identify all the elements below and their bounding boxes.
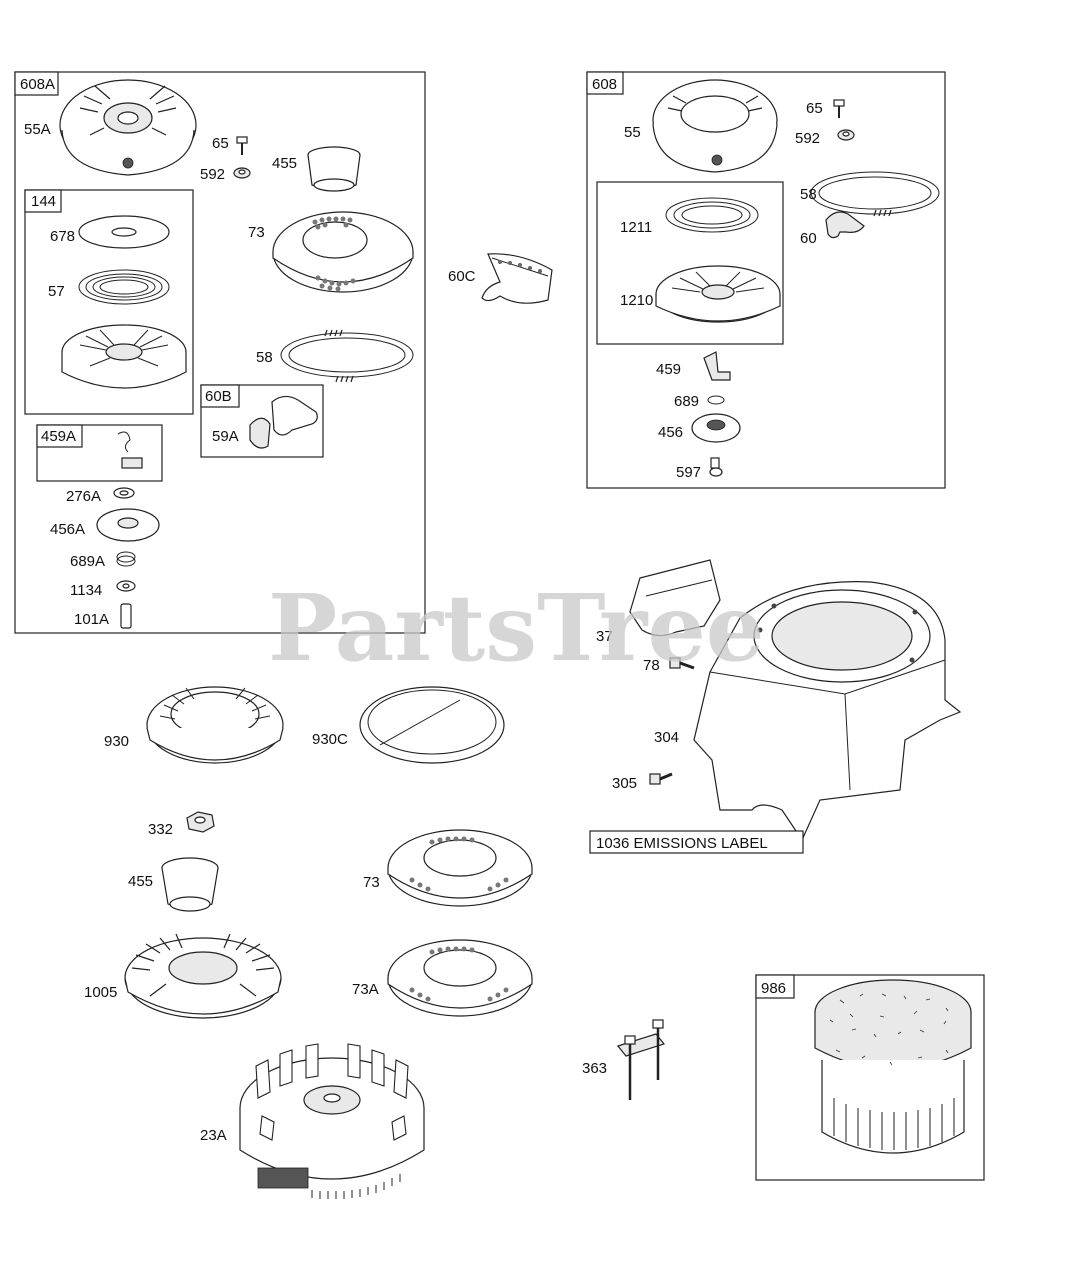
part-456-retainer[interactable] [691,413,741,443]
group-608A-label: 608A [20,76,55,93]
label-592-left: 592 [200,166,225,183]
part-459A-pawl[interactable] [117,431,143,469]
part-59A-handle[interactable] [249,395,318,449]
label-23A: 23A [200,1127,227,1144]
watermark-text: PartsTree [268,574,764,682]
label-59A: 59A [212,428,239,445]
group-144-label: 144 [31,193,56,210]
group-144: 144 [24,189,194,415]
part-592-nut-right[interactable] [837,129,855,141]
label-1134: 1134 [70,582,102,599]
part-332-nut[interactable] [186,811,215,833]
label-455-top: 455 [272,155,297,172]
label-73A: 73A [352,981,379,998]
label-597: 597 [676,464,701,481]
part-592-nut-left[interactable] [233,167,251,179]
part-930C-screen-cover[interactable] [359,686,505,764]
label-57: 57 [48,283,65,300]
part-65-bolt-right[interactable] [833,99,845,118]
part-304-blower-housing[interactable] [693,581,962,842]
part-597-screw[interactable] [709,457,723,477]
label-930: 930 [104,733,129,750]
group-986: 986 [755,974,985,1181]
part-455-starter-cup-bottom[interactable] [161,857,219,912]
label-58-right: 58 [800,186,817,203]
part-1210-pulley[interactable] [655,265,781,323]
label-678: 678 [50,228,75,245]
label-459: 459 [656,361,681,378]
emissions-label-box[interactable]: 1036 EMISSIONS LABEL [589,830,804,854]
label-1210: 1210 [620,292,653,309]
label-304: 304 [654,729,679,746]
part-60C-handle[interactable] [481,253,553,304]
label-58-left: 58 [256,349,273,366]
label-1005: 1005 [84,984,117,1001]
group-986-label: 986 [761,980,786,997]
label-55: 55 [624,124,641,141]
part-55A-recoil-housing[interactable] [59,79,197,176]
label-65-right: 65 [806,100,823,117]
label-55A: 55A [24,121,51,138]
part-1005-fan[interactable] [124,933,282,1019]
part-276A-washer[interactable] [113,487,135,499]
part-689-ring[interactable] [707,395,725,405]
label-689: 689 [674,393,699,410]
part-363-bracket[interactable] [616,1019,666,1100]
part-55-recoil-housing[interactable] [652,79,778,173]
emissions-label-text: 1036 EMISSIONS LABEL [596,835,768,852]
part-58-rope-left[interactable] [280,329,414,383]
part-60-handle[interactable] [825,211,865,239]
label-332: 332 [148,821,173,838]
part-459-pawl[interactable] [703,351,731,381]
part-305-bolt[interactable] [649,772,673,785]
label-73-bottom: 73 [363,874,380,891]
label-456A: 456A [50,521,85,538]
group-608-label: 608 [592,76,617,93]
label-363: 363 [582,1060,607,1077]
label-276A: 276A [66,488,101,505]
part-1211-spring[interactable] [665,197,759,233]
label-592-right: 592 [795,130,820,147]
label-60: 60 [800,230,817,247]
group-459A-label: 459A [41,428,76,445]
part-455-starter-cup-top[interactable] [307,146,361,192]
group-pulley-box [596,181,784,345]
label-101A: 101A [74,611,109,628]
label-305: 305 [612,775,637,792]
group-60B: 60B [200,384,324,458]
part-pulley-144[interactable] [61,324,187,389]
part-23A-flywheel[interactable] [239,1043,425,1199]
label-1211: 1211 [620,219,652,236]
label-60C: 60C [448,268,476,285]
part-1134-washer[interactable] [116,580,136,592]
label-456: 456 [658,424,683,441]
part-58-rope-right[interactable] [810,171,940,217]
part-678-washer[interactable] [78,215,170,249]
label-78: 78 [643,657,660,674]
part-78-bolt[interactable] [669,657,695,670]
part-73A-cover[interactable] [387,939,533,1017]
group-459A: 459A [36,424,163,482]
part-57-recoil-spring[interactable] [78,269,170,305]
label-455-bottom: 455 [128,873,153,890]
part-37-baffle[interactable] [629,559,721,637]
part-73-cover-bottom[interactable] [387,829,533,907]
label-65-left: 65 [212,135,229,152]
label-689A: 689A [70,553,105,570]
part-101A-pin[interactable] [120,603,132,629]
label-930C: 930C [312,731,348,748]
part-73-cover-top[interactable] [272,211,414,293]
part-456A-retainer[interactable] [96,508,160,542]
label-37: 37 [596,628,613,645]
part-65-bolt-left[interactable] [236,136,248,155]
part-689A-spring[interactable] [116,551,136,567]
group-60B-label: 60B [205,388,232,405]
label-73-top: 73 [248,224,265,241]
part-986-air-filter[interactable] [814,979,972,1154]
group-608A: 608A [14,71,426,634]
part-930-screen[interactable] [146,686,284,764]
group-608: 608 [586,71,946,489]
